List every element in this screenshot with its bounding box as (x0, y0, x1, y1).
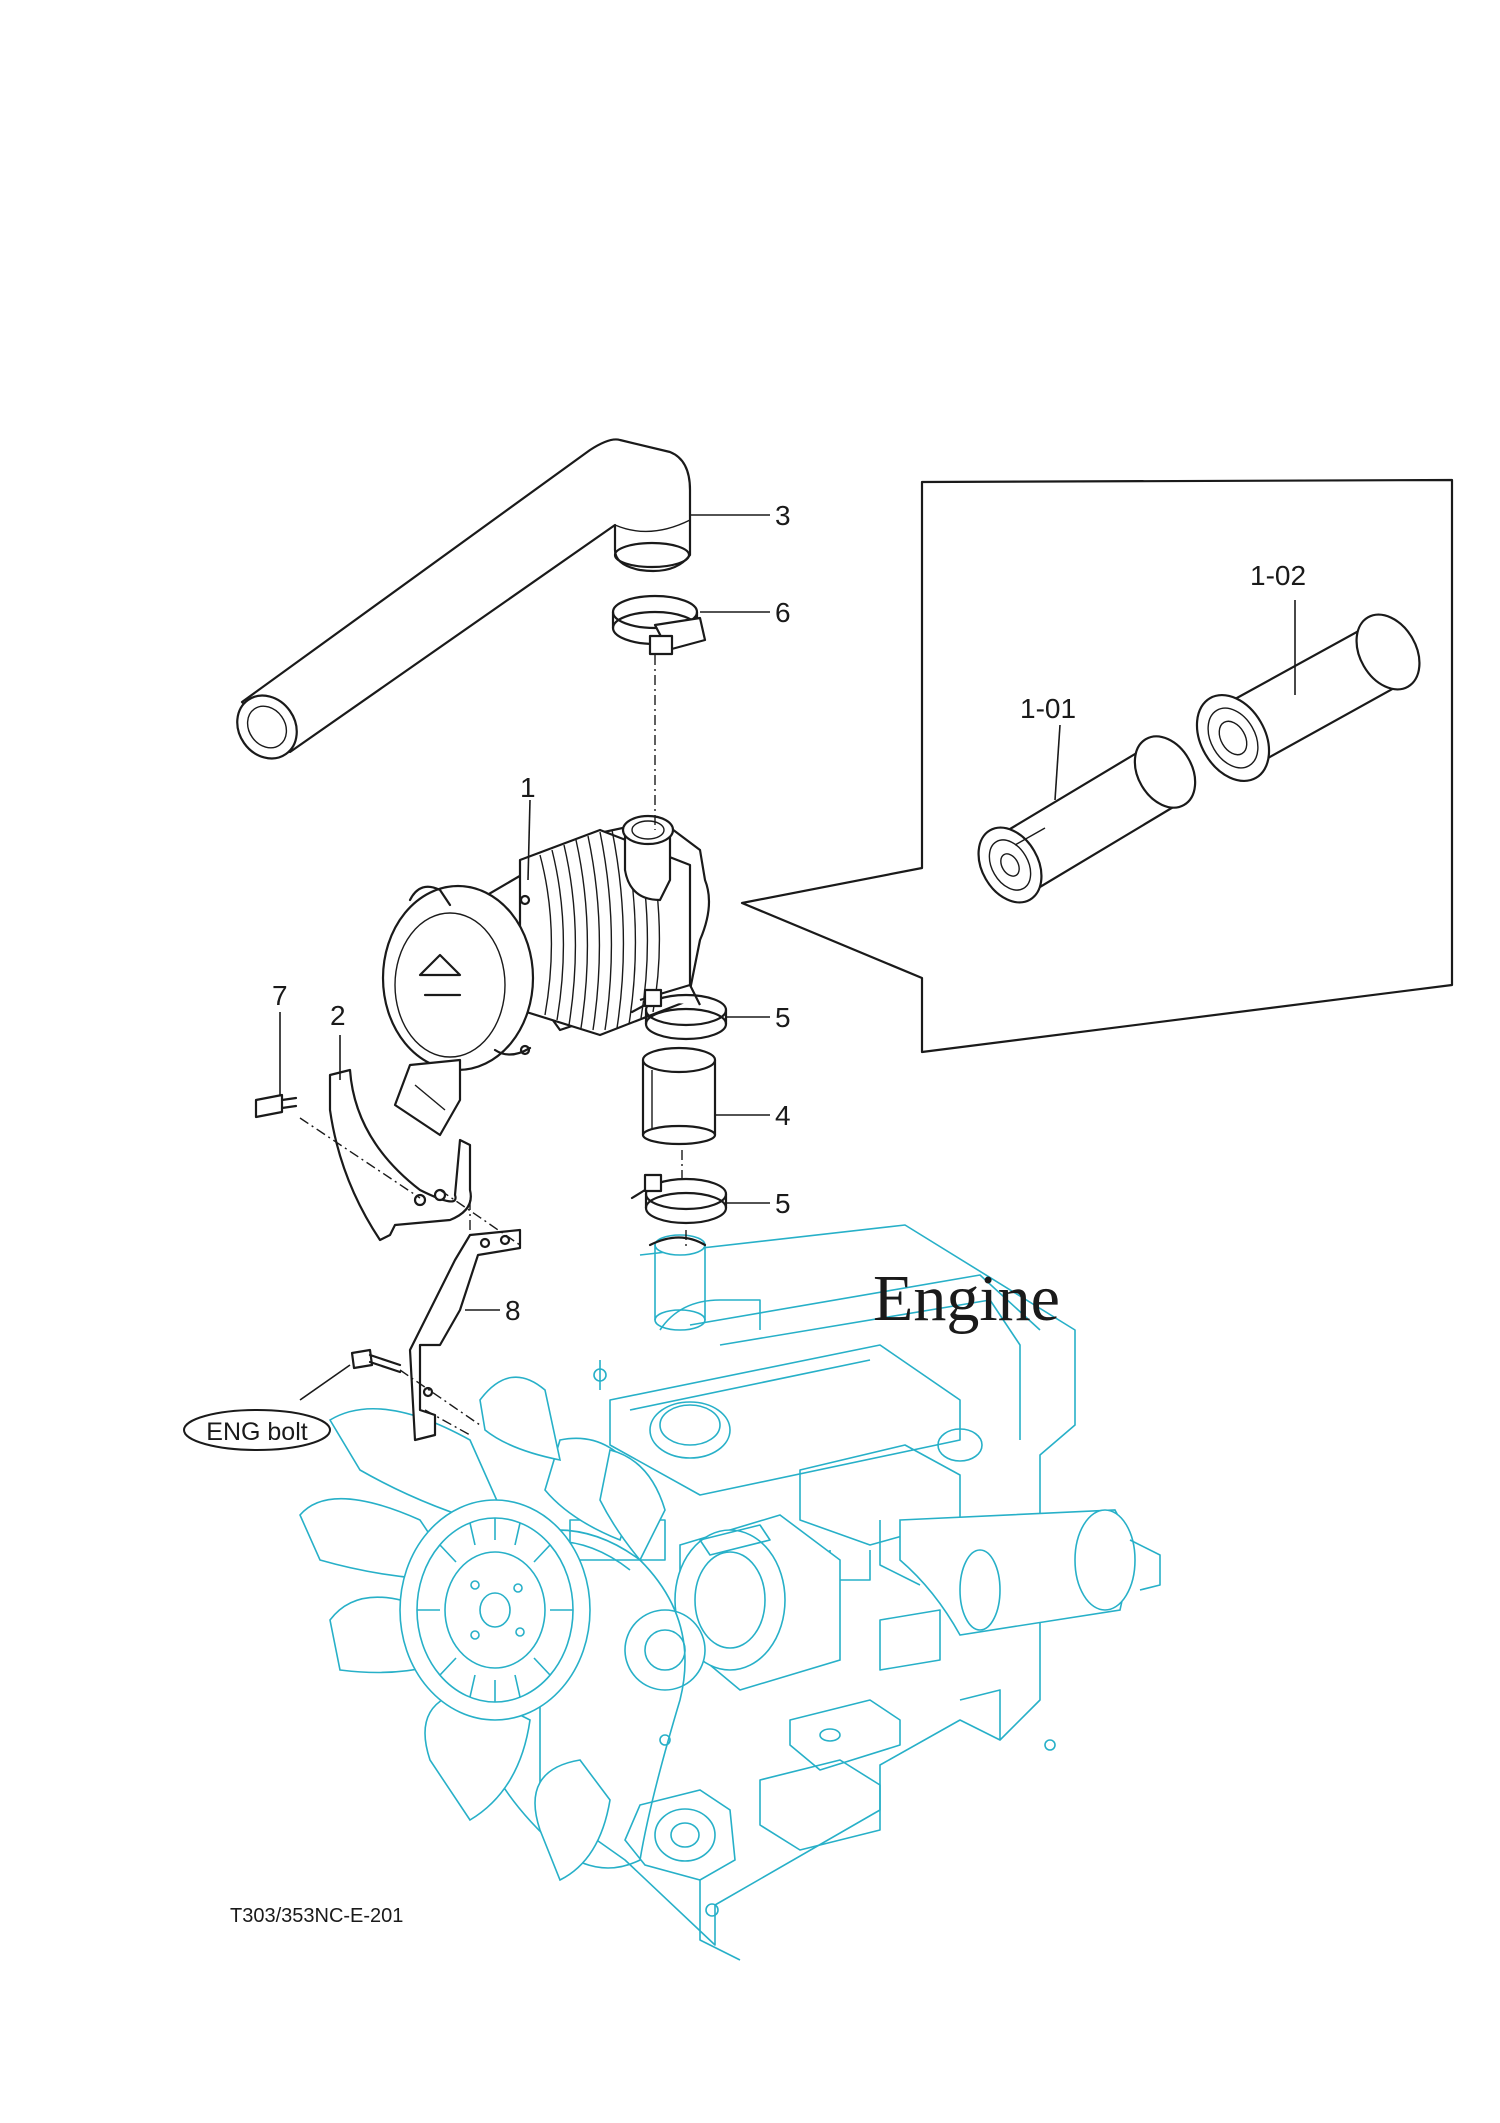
clamp-5-lower (630, 1173, 728, 1225)
callout-6: 6 (775, 597, 791, 628)
leader-lines (279, 514, 1296, 1401)
drawing-code: T303/353NC-E-201 (230, 1905, 403, 1927)
bolt-7 (254, 1093, 298, 1119)
fan-hub-spokes (417, 1518, 573, 1702)
alignment-lines (299, 655, 687, 1436)
callout-4: 4 (775, 1100, 791, 1131)
callout-5-upper: 5 (775, 1002, 791, 1033)
clamp-5-upper (630, 988, 728, 1041)
hose-clamp-6 (611, 594, 707, 656)
eng-bolt-label: ENG bolt (206, 1418, 307, 1446)
eng-bolt (350, 1348, 402, 1374)
element-inset (740, 478, 1454, 1054)
bracket (328, 1068, 472, 1242)
callout-7: 7 (272, 980, 288, 1011)
engine-illustration (299, 1224, 1161, 1961)
callout-1: 1 (520, 772, 536, 803)
engine-label: Engine (873, 1262, 1060, 1335)
connector-hose (641, 1046, 717, 1146)
callout-5-lower: 5 (775, 1188, 791, 1219)
stay (408, 1228, 522, 1442)
callout-1-02: 1-02 (1250, 560, 1306, 591)
callout-1-01: 1-01 (1020, 693, 1076, 724)
filter-element-1-01 (977, 735, 1197, 904)
callout-2: 2 (330, 1000, 346, 1031)
eng-bolt-callout: ENG bolt (183, 1409, 331, 1451)
intake-hose (236, 438, 692, 760)
air-cleaner (381, 814, 711, 1137)
filter-element-1-02 (1195, 613, 1421, 783)
callout-3: 3 (775, 500, 791, 531)
callout-8: 8 (505, 1295, 521, 1326)
engine-intake-neck (648, 1236, 707, 1247)
